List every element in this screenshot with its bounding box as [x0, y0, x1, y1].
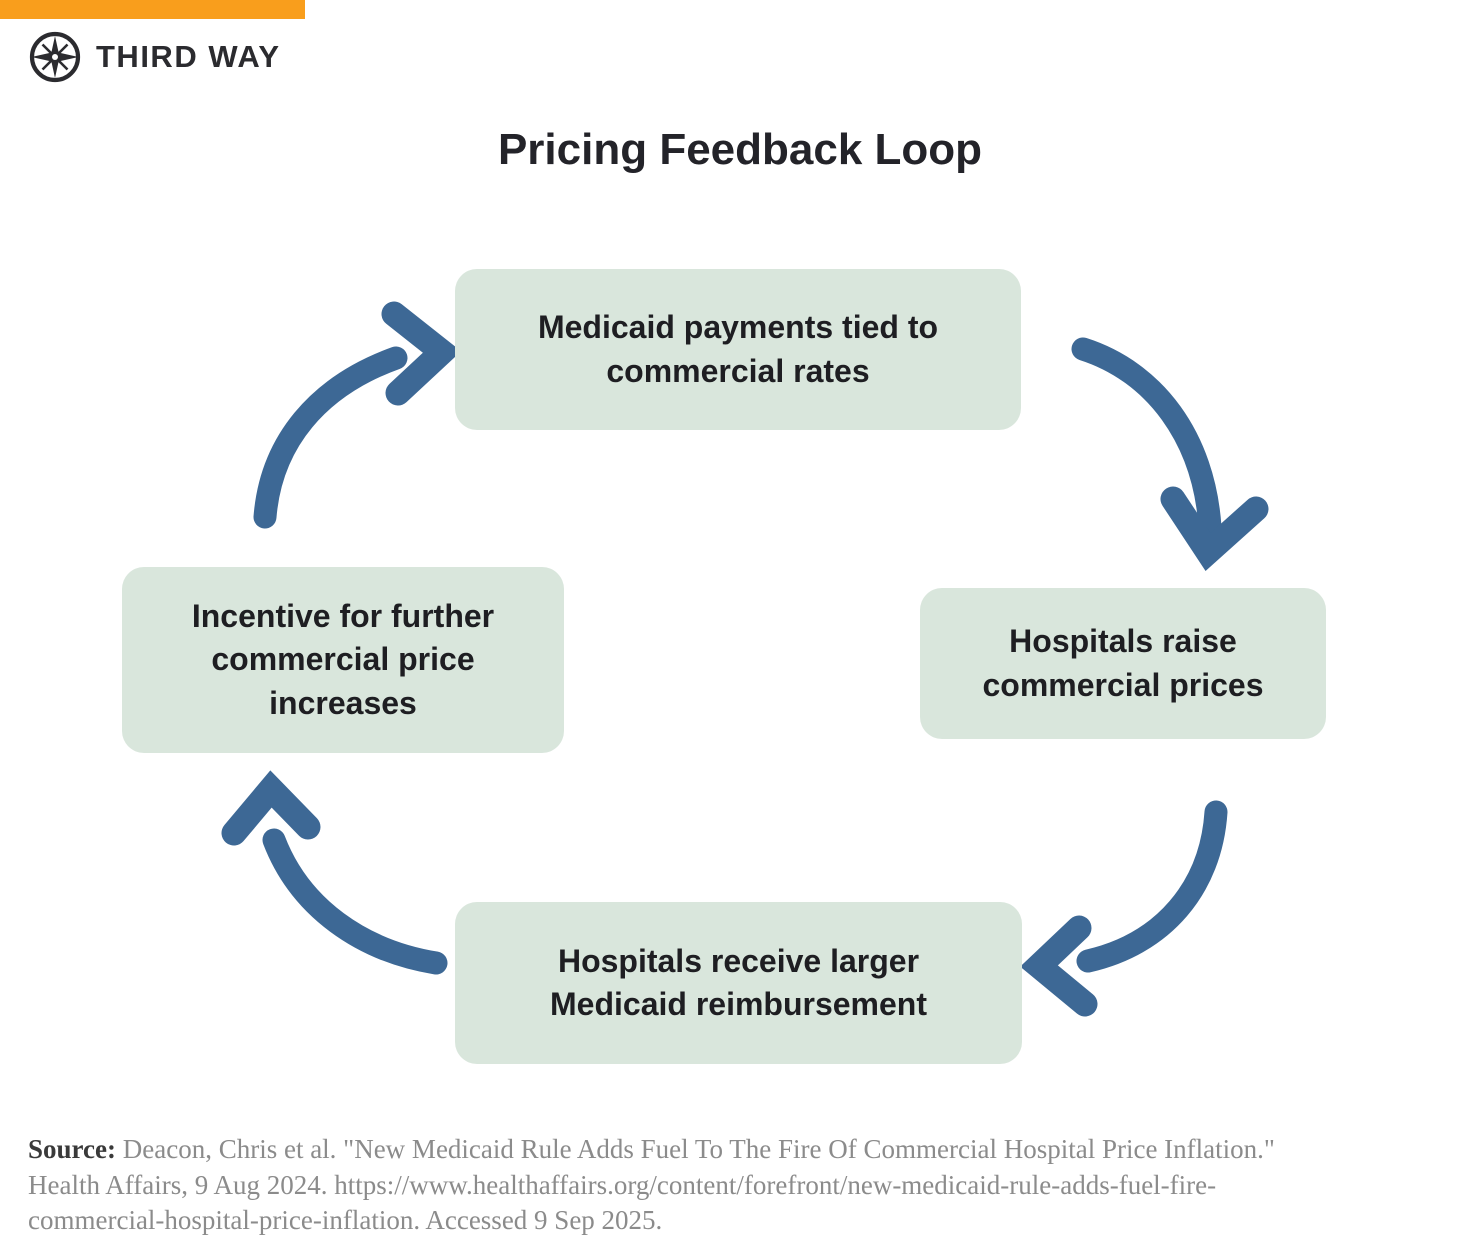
source-label: Source: [28, 1134, 116, 1164]
node-incentive-increases: Incentive for further commercial price i… [122, 567, 564, 753]
arrow-bottom-to-left [221, 770, 448, 975]
node-medicaid-payments: Medicaid payments tied to commercial rat… [455, 269, 1021, 430]
arrow-top-to-right [1071, 337, 1269, 571]
node-label: Hospitals receive larger Medicaid reimbu… [550, 942, 927, 1022]
arrow-left-to-top [253, 301, 462, 529]
node-larger-reimbursement: Hospitals receive larger Medicaid reimbu… [455, 902, 1022, 1064]
source-citation: Source: Deacon, Chris et al. "New Medica… [28, 1132, 1418, 1239]
logo-wordmark: THIRD WAY [96, 39, 281, 74]
node-label: Hospitals raise commercial prices [982, 623, 1264, 703]
third-way-logo: THIRD WAY [28, 30, 281, 84]
compass-icon [28, 30, 82, 84]
accent-bar [0, 0, 305, 19]
arrow-right-to-bottom [1020, 800, 1228, 1017]
node-hospitals-raise-prices: Hospitals raise commercial prices [920, 588, 1326, 739]
node-label: Incentive for further commercial price i… [191, 598, 495, 721]
page-title: Pricing Feedback Loop [497, 125, 983, 174]
source-line3: commercial-hospital-price-inflation. Acc… [28, 1205, 663, 1236]
source-line2: Health Affairs, 9 Aug 2024. https://www.… [28, 1169, 1217, 1200]
node-label: Medicaid payments tied to commercial rat… [537, 309, 939, 389]
source-line1: Deacon, Chris et al. "New Medicaid Rule … [116, 1134, 1275, 1164]
